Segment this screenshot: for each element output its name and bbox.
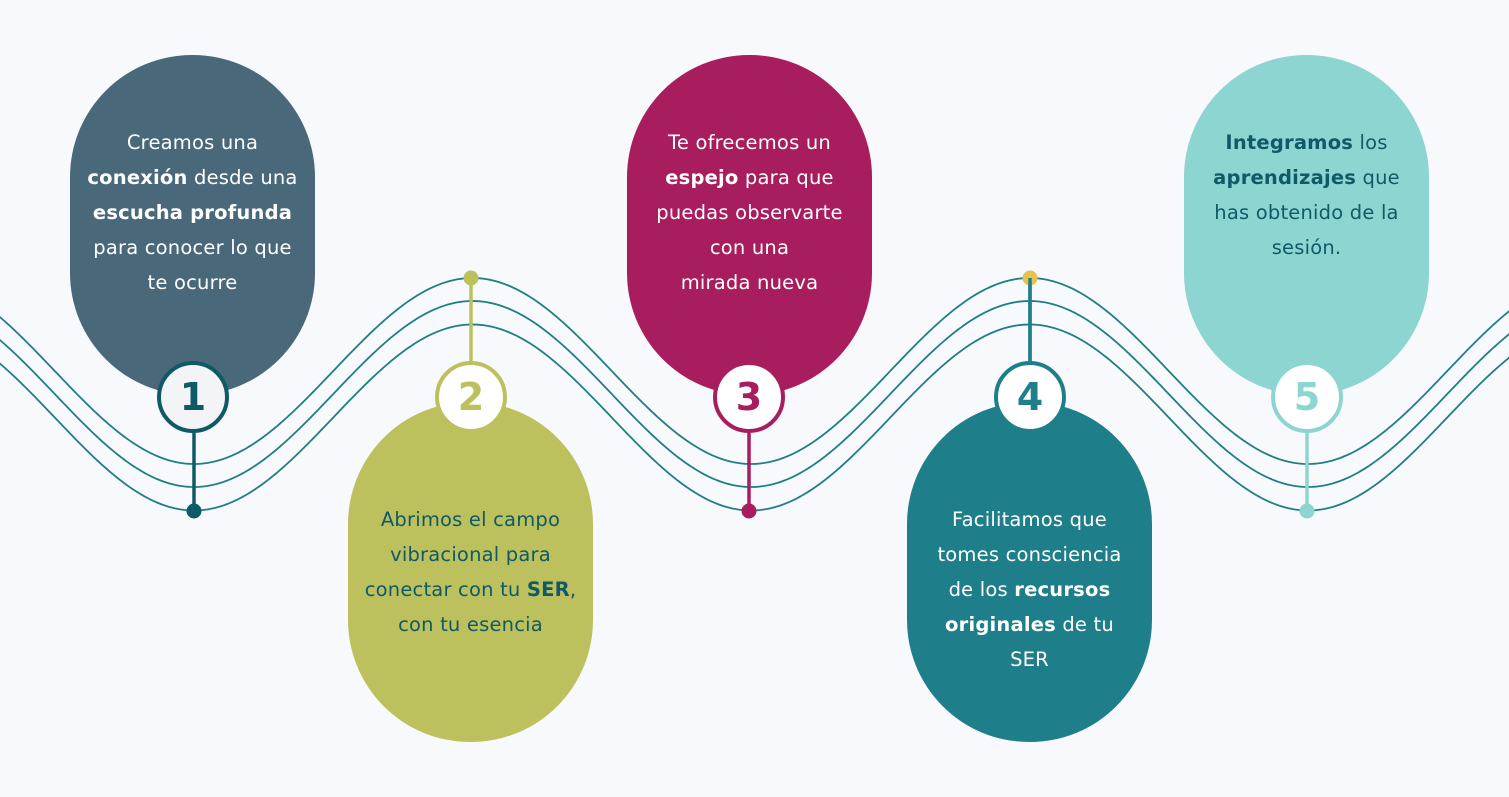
step-1-number: 1 (179, 375, 207, 419)
body-text: para que (738, 166, 834, 189)
step-5-pin-dot-icon (1299, 503, 1315, 519)
highlight-text: Integramos (1225, 131, 1354, 154)
highlight-text: espejo (665, 166, 739, 189)
step-1-text-line: Creamos una (127, 125, 258, 160)
body-text: con tu esencia (398, 613, 543, 636)
step-5-text-line: sesión. (1272, 230, 1342, 265)
step-4-text-line: SER (1010, 642, 1049, 677)
wave-line-2 (0, 300, 1509, 488)
body-text: Facilitamos que (952, 508, 1107, 531)
step-5-text-line: Integramos los (1225, 125, 1387, 160)
body-text: sesión. (1271, 236, 1342, 259)
highlight-text: conexión (87, 166, 188, 189)
step-2-text-line: Abrimos el campo (381, 502, 560, 537)
body-text: mirada nueva (680, 271, 819, 294)
step-3-text-line: Te ofrecemos un (668, 125, 831, 160)
step-4-text-line: Facilitamos que (952, 502, 1107, 537)
highlight-text: originales (945, 613, 1056, 636)
step-1-card: Creamos una conexión desde una escucha pro… (70, 55, 315, 395)
body-text: , (569, 578, 577, 601)
body-text: SER (1010, 648, 1049, 671)
step-5-text-line: aprendizajes que (1213, 160, 1400, 195)
body-text: de tu (1055, 613, 1114, 636)
body-text: has obtenido de la (1214, 201, 1399, 224)
highlight-text: aprendizajes (1213, 166, 1357, 189)
step-4-number-badge: 4 (994, 361, 1066, 433)
body-text: Te ofrecemos un (668, 131, 831, 154)
step-1-pin-dot-icon (186, 503, 202, 519)
body-text: de los (948, 578, 1015, 601)
step-3-text-line: puedas observarte (656, 195, 842, 230)
step-1-text-line: te ocurre (148, 265, 238, 300)
body-text: Abrimos el campo (380, 508, 561, 531)
body-text: los (1353, 131, 1388, 154)
body-text: puedas observarte (656, 201, 843, 224)
highlight-text: escucha profunda (92, 201, 293, 224)
step-3-pin-dot-icon (741, 503, 757, 519)
step-1-number-badge: 1 (157, 361, 229, 433)
body-text: Creamos una (126, 131, 259, 154)
step-1-text-line: escucha profunda (93, 195, 292, 230)
step-2-number: 2 (457, 375, 485, 419)
step-3-text-line: mirada nueva (681, 265, 819, 300)
step-5-number-badge: 5 (1271, 361, 1343, 433)
step-4-card: Facilitamos que tomes consciencia de los r… (907, 402, 1152, 742)
step-5-number: 5 (1293, 375, 1321, 419)
step-3-text-line: con una (710, 230, 789, 265)
step-5-text-line: has obtenido de la (1214, 195, 1398, 230)
highlight-text: SER (526, 578, 570, 601)
step-4-text-line: originales de tu (945, 607, 1114, 642)
step-2-number-badge: 2 (435, 361, 507, 433)
step-3-card: Te ofrecemos un espejo para que puedas obs… (627, 55, 872, 395)
step-2-text-line: conectar con tu SER, (365, 572, 577, 607)
body-text: con una (709, 236, 790, 259)
step-2-pin-dot-icon (463, 270, 479, 286)
step-4-number: 4 (1016, 375, 1044, 419)
step-3-number: 3 (735, 375, 763, 419)
body-text: que (1356, 166, 1400, 189)
wave-line-1 (0, 277, 1509, 465)
body-text: vibracional para (390, 543, 551, 566)
step-3-text-line: espejo para que (665, 160, 834, 195)
body-text: te ocurre (147, 271, 238, 294)
step-3-number-badge: 3 (713, 361, 785, 433)
body-text: conectar con tu (364, 578, 527, 601)
body-text: tomes consciencia (937, 543, 1122, 566)
step-4-text-line: tomes consciencia (937, 537, 1121, 572)
body-text: para conocer lo que (93, 236, 292, 259)
step-2-text-line: vibracional para (390, 537, 551, 572)
body-text: desde una (187, 166, 298, 189)
step-2-card: Abrimos el campo vibracional para conectar… (348, 402, 593, 742)
step-2-text-line: con tu esencia (398, 607, 543, 642)
step-4-text-line: de los recursos (949, 572, 1111, 607)
step-1-text-line: para conocer lo que (93, 230, 291, 265)
step-1-text-line: conexión desde una (87, 160, 297, 195)
highlight-text: recursos (1014, 578, 1111, 601)
